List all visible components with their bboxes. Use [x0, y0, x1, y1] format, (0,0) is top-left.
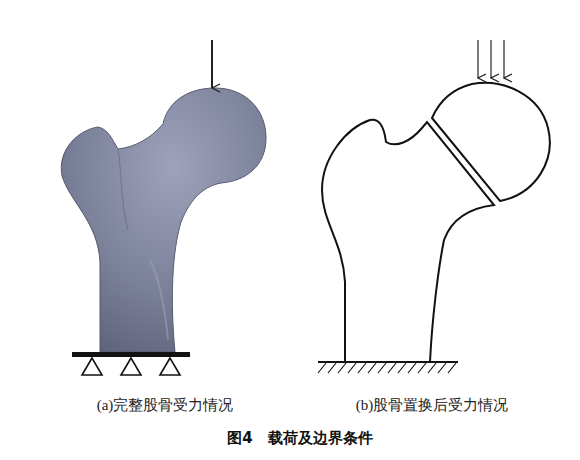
fixed-ground	[318, 361, 458, 363]
ground-hatching	[318, 363, 456, 373]
figure-caption: 图4 载荷及边界条件	[227, 429, 372, 448]
pin-supports	[82, 358, 180, 375]
prosthesis-head	[432, 83, 550, 201]
subfigure-label: (b)股骨置换后受力情况	[356, 396, 509, 415]
load-arrow	[211, 40, 213, 88]
subfigure-label: (a)完整股骨受力情况	[97, 396, 234, 415]
support-plate	[72, 352, 190, 357]
distributed-load	[478, 40, 504, 78]
intact-femur	[61, 88, 266, 352]
